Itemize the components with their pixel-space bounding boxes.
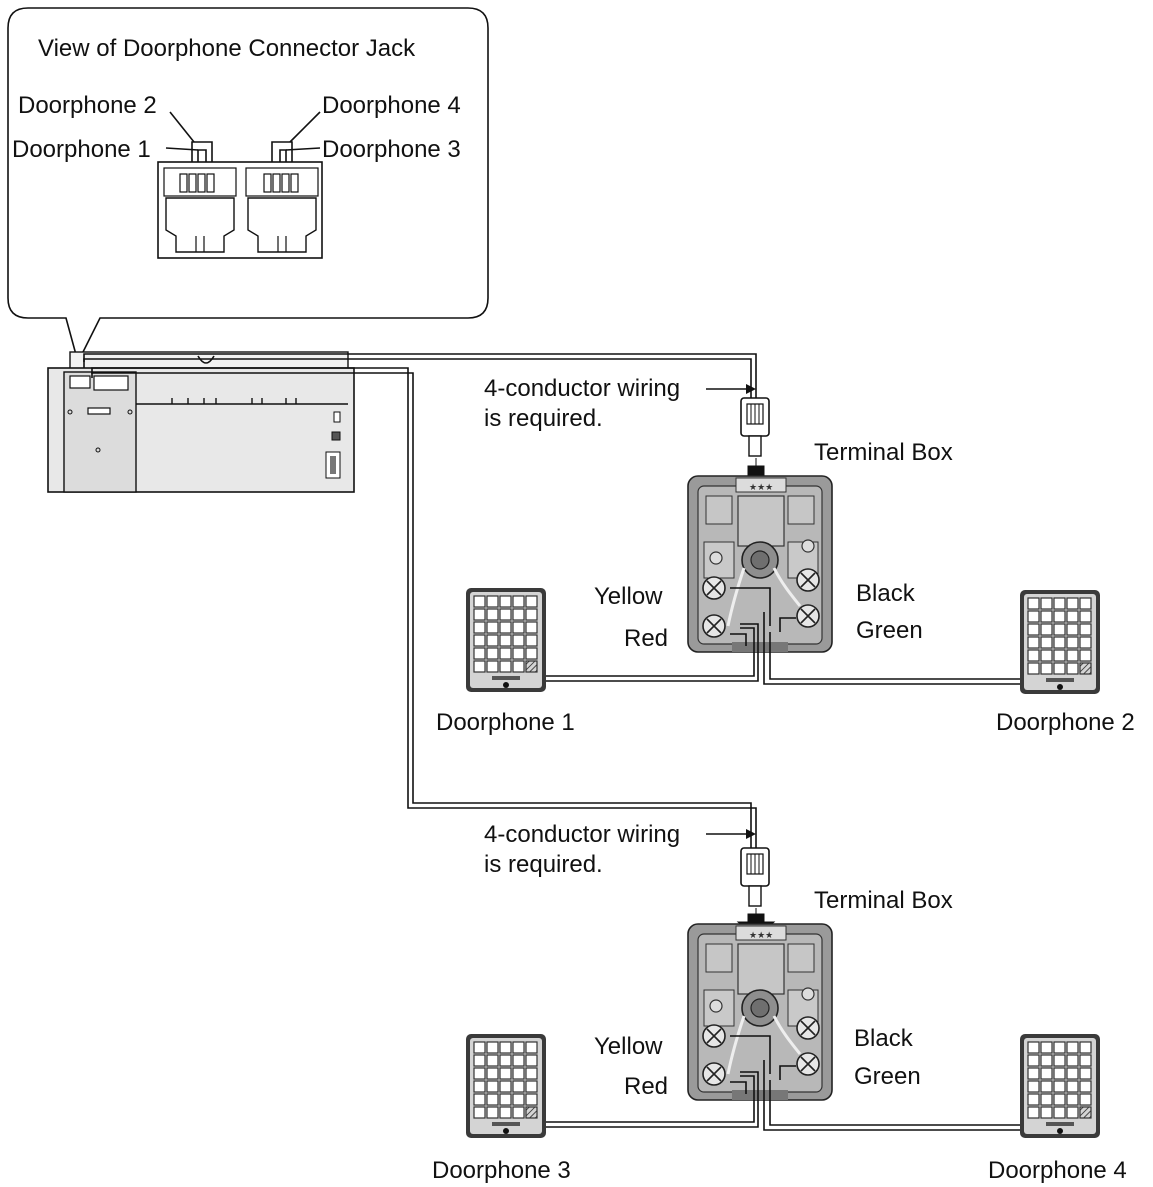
modular-plug bbox=[740, 847, 770, 907]
wiring-note-2-line2: is required. bbox=[484, 851, 603, 878]
jack-label-dp3: Doorphone 3 bbox=[322, 136, 461, 163]
wire-green-label-2: Green bbox=[854, 1063, 921, 1090]
terminal-box bbox=[686, 922, 834, 1102]
doorphone-label-1-right: Doorphone 2 bbox=[996, 709, 1135, 736]
doorphone-unit bbox=[1019, 589, 1101, 695]
wiring-group-1 bbox=[465, 384, 1101, 695]
terminal-box-label-1: Terminal Box bbox=[814, 439, 953, 466]
wire-red-label-2: Red bbox=[624, 1073, 668, 1100]
doorphone-label-2-left: Doorphone 3 bbox=[432, 1157, 571, 1184]
wire-green-label-1: Green bbox=[856, 617, 923, 644]
callout-title: View of Doorphone Connector Jack bbox=[38, 35, 416, 62]
terminal-box-label-2: Terminal Box bbox=[814, 887, 953, 914]
doorphone-unit bbox=[465, 587, 547, 693]
doorphone-unit bbox=[465, 1033, 547, 1139]
cable-to-box-1 bbox=[83, 353, 757, 398]
wire-black-label-1: Black bbox=[856, 580, 916, 607]
jack-label-dp4: Doorphone 4 bbox=[322, 92, 461, 119]
jack-label-dp1: Doorphone 1 bbox=[12, 136, 151, 163]
main-unit bbox=[47, 351, 355, 493]
wiring-group-2 bbox=[465, 829, 1101, 1139]
modular-plug bbox=[740, 397, 770, 457]
jack-label-dp2: Doorphone 2 bbox=[18, 92, 157, 119]
doorphone-label-2-right: Doorphone 4 bbox=[988, 1157, 1127, 1184]
terminal-box bbox=[686, 474, 834, 654]
wiring-note-1-line1: 4-conductor wiring bbox=[484, 375, 680, 402]
doorphone-label-1-left: Doorphone 1 bbox=[436, 709, 575, 736]
wiring-note-1-line2: is required. bbox=[484, 405, 603, 432]
doorphone-unit bbox=[1019, 1033, 1101, 1139]
wiring-note-2-line1: 4-conductor wiring bbox=[484, 821, 680, 848]
wire-black-label-2: Black bbox=[854, 1025, 914, 1052]
wire-red-label-1: Red bbox=[624, 625, 668, 652]
wire-yellow-label-2: Yellow bbox=[594, 1033, 663, 1060]
wire-yellow-label-1: Yellow bbox=[594, 583, 663, 610]
cable-to-box-2 bbox=[91, 367, 757, 848]
connector-jack bbox=[157, 111, 323, 259]
